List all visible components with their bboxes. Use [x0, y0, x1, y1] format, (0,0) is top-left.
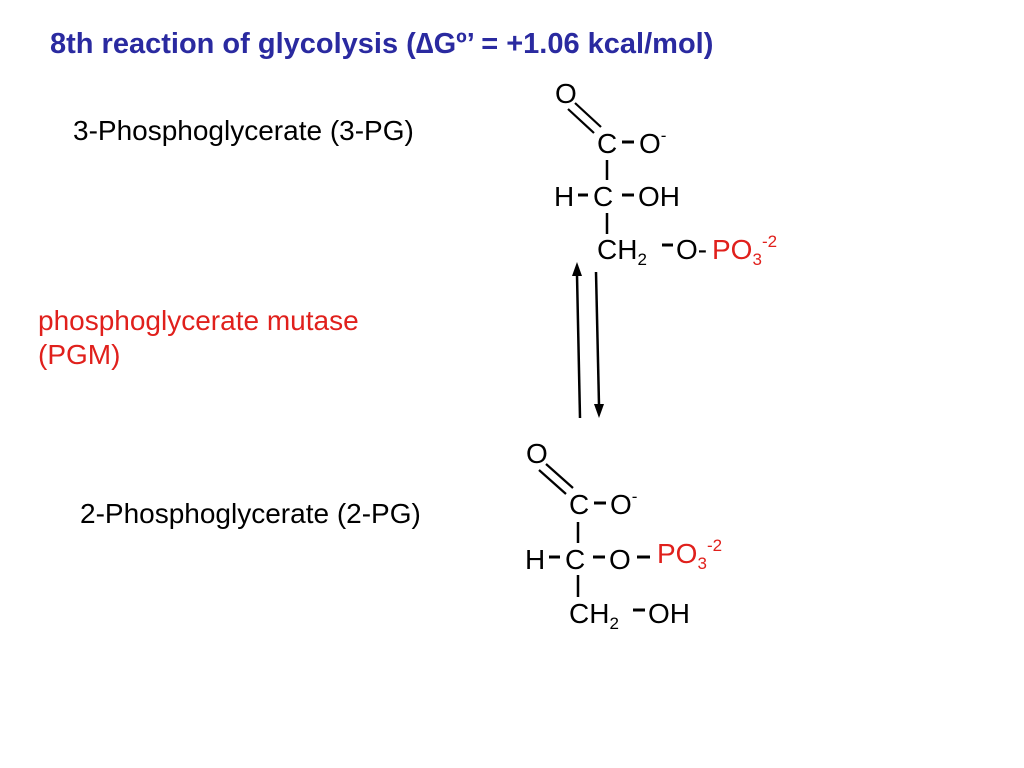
bottom-carbonyl-oxygen: O — [526, 438, 548, 469]
top-phosphate-charge: -2 — [761, 232, 778, 251]
bottom-hydroxyl: OH — [648, 598, 690, 629]
enzyme-name: phosphoglycerate mutase — [38, 305, 359, 336]
reverse-arrow-shaft — [575, 274, 582, 419]
top-methylene-subscript: 2 — [637, 250, 647, 269]
top-methylene-label: CH — [597, 234, 638, 265]
bottom-carbon-1: C — [569, 489, 590, 520]
forward-arrow-head — [594, 404, 604, 418]
bottom-carbon-2: C — [565, 544, 586, 575]
title-prefix: 8th reaction of glycolysis ( — [50, 28, 416, 60]
bottom-carbonyl-double-bond-b — [538, 469, 567, 495]
top-phosphate-label: PO — [712, 234, 753, 265]
bottom-ester-oxygen: O — [609, 544, 631, 575]
bottom-carbonyl-double-bond-a — [545, 463, 574, 489]
bottom-methylene-subscript: 2 — [609, 614, 619, 633]
top-phosphate-subscript: 3 — [752, 250, 762, 269]
page-title: 8th reaction of glycolysis (∆Gº’ = +1.06… — [50, 30, 713, 59]
bottom-hydrogen: H — [525, 544, 546, 575]
compound-name-2pg: 2-Phosphoglycerate (2-PG) — [80, 498, 421, 529]
top-carbonyl-double-bond-b — [567, 108, 595, 134]
bottom-carboxylate-oxygen: O- — [610, 488, 637, 520]
bottom-phosphate-group: PO3-2 — [657, 537, 722, 572]
top-carboxylate-oxygen: O- — [639, 127, 666, 159]
top-carbonyl-double-bond-a — [574, 102, 602, 128]
title-suffix: Gº’ = +1.06 kcal/mol) — [433, 28, 714, 60]
top-hydroxyl: OH — [638, 181, 680, 212]
enzyme-abbreviation: (PGM) — [38, 339, 121, 370]
top-carboxylate-charge: - — [660, 126, 667, 145]
bottom-methylene: CH2 — [569, 598, 619, 633]
bottom-methylene-label: CH — [569, 598, 610, 629]
enzyme-label: phosphoglycerate mutase (PGM) — [38, 304, 359, 372]
bottom-carboxylate-o-label: O — [610, 489, 632, 520]
top-carboxylate-o-label: O — [639, 128, 661, 159]
top-phosphate-group: PO3-2 — [712, 233, 777, 268]
bottom-carboxylate-charge: - — [631, 487, 638, 506]
top-carbonyl-oxygen: O — [555, 78, 577, 109]
top-carbon-1: C — [597, 128, 618, 159]
top-methylene: CH2 — [597, 234, 647, 269]
bottom-phosphate-charge: -2 — [706, 536, 723, 555]
top-linking-oxygen: O- — [676, 234, 708, 265]
delta-symbol: ∆ — [415, 28, 434, 60]
bottom-phosphate-subscript: 3 — [697, 554, 707, 573]
top-carbon-2: C — [593, 181, 614, 212]
bottom-phosphate-label: PO — [657, 538, 698, 569]
forward-arrow-shaft — [594, 271, 601, 406]
top-hydrogen: H — [554, 181, 575, 212]
compound-name-3pg: 3-Phosphoglycerate (3-PG) — [73, 115, 414, 146]
reverse-arrow-head — [572, 262, 582, 276]
